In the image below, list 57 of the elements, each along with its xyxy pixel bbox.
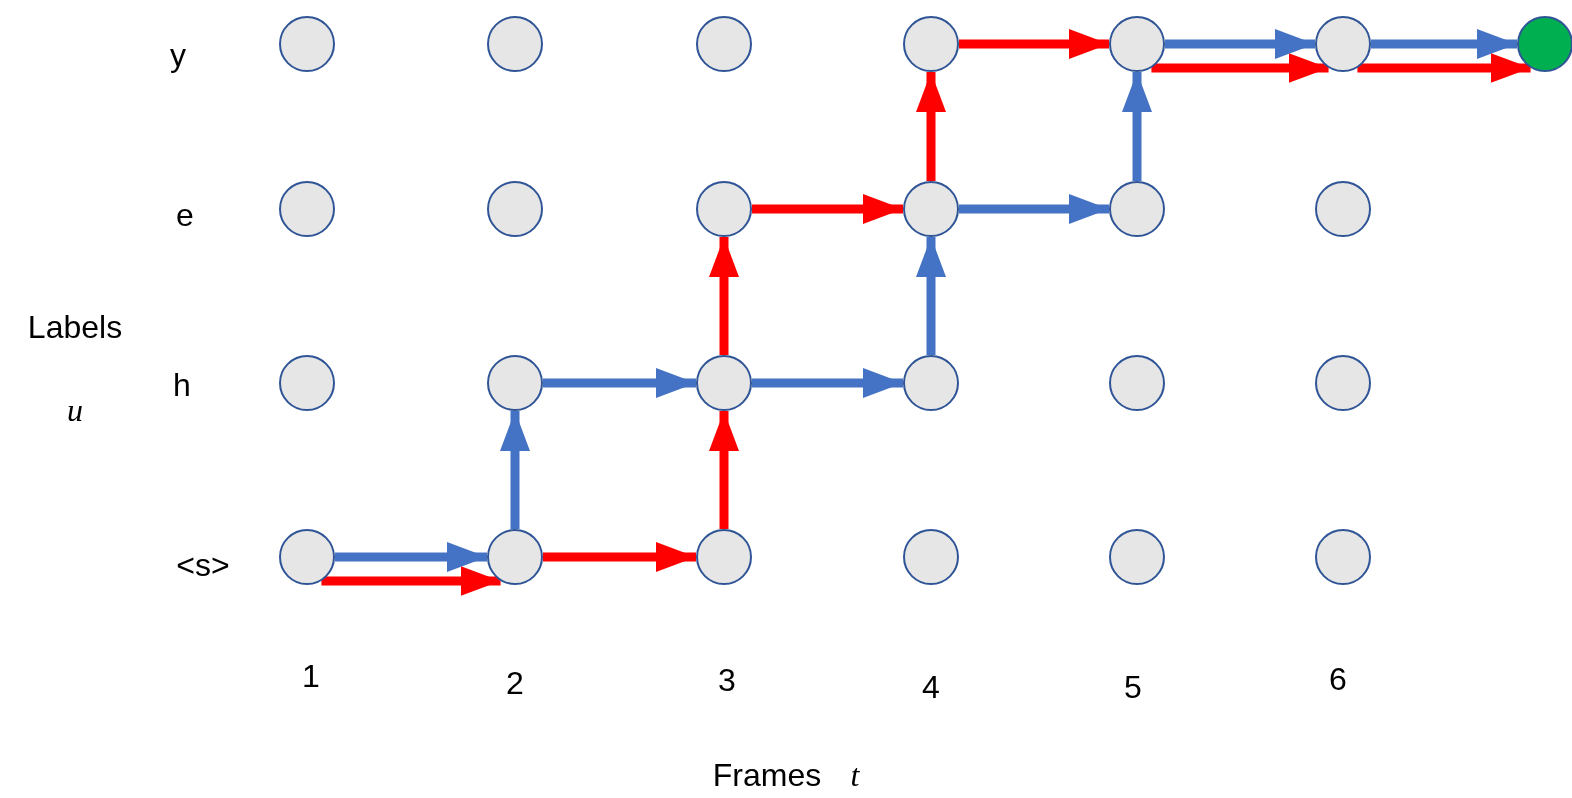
lattice-node [487,529,543,585]
lattice-node [1315,16,1371,72]
axis-title: Labels [27,311,123,343]
row-label: e [176,199,194,231]
arrow [1357,53,1531,83]
lattice-node [696,181,752,237]
lattice-node [487,16,543,72]
column-label: 1 [302,660,320,692]
column-label: 3 [718,664,736,696]
arrow [916,237,946,355]
arrow [1165,29,1315,59]
lattice-node [903,181,959,237]
arrow [1371,29,1517,59]
axis-symbol: t [850,759,860,791]
lattice-node [1315,181,1371,237]
column-label: 2 [506,667,524,699]
column-label: 6 [1329,663,1347,695]
end-node [1517,16,1572,72]
arrow [321,566,501,596]
lattice-node [903,16,959,72]
arrow [543,368,696,398]
arrow [752,368,903,398]
arrow [959,29,1109,59]
lattice-node [1109,529,1165,585]
axis-symbol: u [67,394,83,426]
lattice-node [279,355,335,411]
arrow [1151,53,1329,83]
row-label: y [170,39,186,71]
lattice-node [696,16,752,72]
arrow [916,72,946,181]
arrow [543,542,696,572]
column-label: 4 [922,671,940,703]
lattice-node [696,529,752,585]
lattice-node [903,355,959,411]
lattice-node [1109,181,1165,237]
column-label: 5 [1124,671,1142,703]
lattice-node [1315,355,1371,411]
arrow [709,411,739,529]
arrow [335,542,487,572]
arrow [500,411,530,529]
lattice-node [279,529,335,585]
arrow [959,194,1109,224]
lattice-node [696,355,752,411]
row-label: h [173,369,191,401]
lattice-node [1109,355,1165,411]
lattice-node [1315,529,1371,585]
lattice-node [279,181,335,237]
lattice-node [487,181,543,237]
lattice-node [487,355,543,411]
axis-title: Frames [712,759,822,791]
row-label: <s> [176,549,230,581]
lattice-node [903,529,959,585]
lattice-node [1109,16,1165,72]
arrow [709,237,739,355]
arrow [1122,72,1152,181]
lattice-node [279,16,335,72]
arrow [752,194,903,224]
